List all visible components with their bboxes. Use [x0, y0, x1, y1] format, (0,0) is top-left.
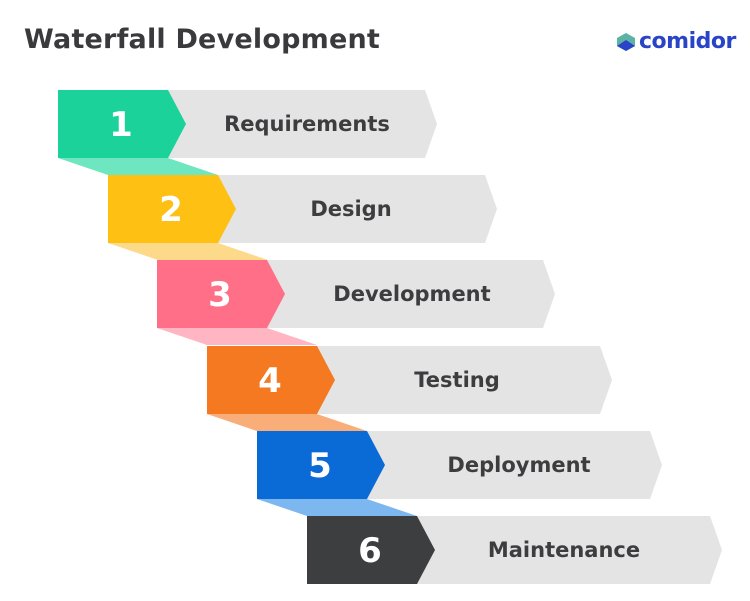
step-label-arrow: [317, 346, 612, 414]
step-label-arrow: [218, 175, 497, 243]
step-label-arrow: [417, 516, 722, 584]
step-shadow: [257, 499, 417, 516]
step-label-arrow: [267, 260, 555, 328]
step-number: 5: [308, 446, 332, 486]
step-label: Requirements: [224, 112, 390, 136]
step-number: 3: [208, 275, 232, 315]
step-number-block: [58, 90, 186, 158]
step-label-arrow: [168, 90, 437, 158]
step-shadow: [157, 328, 317, 345]
step-label: Design: [310, 197, 391, 221]
step-label-arrow: [367, 431, 662, 499]
step-number: 1: [109, 105, 133, 145]
step-number: 2: [159, 190, 183, 230]
step-label: Maintenance: [488, 538, 640, 562]
page-title: Waterfall Development: [24, 24, 380, 55]
comidor-logo-icon: [617, 32, 635, 51]
step-shadow: [207, 414, 367, 431]
step-number: 6: [358, 531, 382, 571]
step-number-block: [257, 431, 385, 499]
step-number-block: [307, 516, 435, 584]
step-shadow: [108, 243, 268, 260]
comidor-logo: comidor: [616, 29, 736, 54]
step-number: 4: [258, 361, 282, 401]
step-number-block: [108, 175, 236, 243]
step-label: Development: [333, 282, 490, 306]
logo-text: comidor: [639, 29, 736, 54]
step-number-block: [207, 346, 335, 414]
step-number-block: [157, 260, 285, 328]
step-label: Testing: [414, 368, 500, 392]
step-label: Deployment: [447, 453, 590, 477]
step-shadow: [58, 158, 218, 175]
